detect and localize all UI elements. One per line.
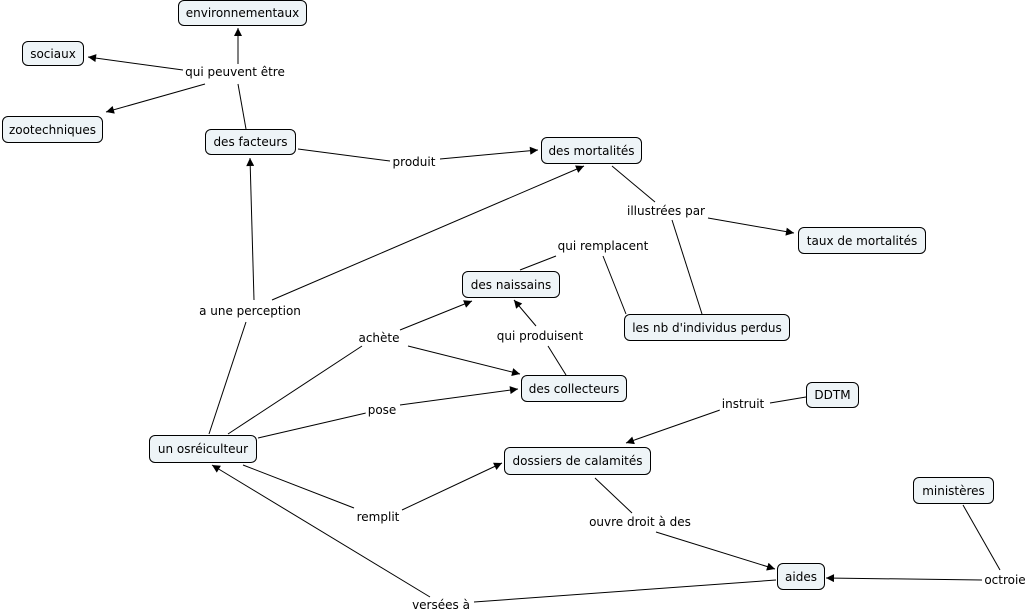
link-qui-produisent: qui produisent [494,329,586,343]
link-pose: pose [365,403,399,417]
connector-line [547,345,567,376]
concept-les-nb-individus-perdus[interactable]: les nb d'individus perdus [624,314,790,341]
connector-arrow [399,300,473,331]
concept-zootechniques[interactable]: zootechniques [2,116,103,143]
connector-arrow [401,462,503,511]
connector-line [473,579,777,603]
connector-line [208,321,247,435]
link-remplit: remplit [354,510,402,524]
connector-line [297,148,391,162]
link-qui-peuvent-etre: qui peuvent être [183,65,287,79]
connector-arrow [625,409,721,445]
link-achete: achète [356,331,402,345]
connector-line [594,477,633,514]
link-versees-a: versées à [410,598,472,612]
link-ouvre-droit-a-des: ouvre droit à des [587,515,693,529]
link-illustrees-par: illustrées par [625,204,707,218]
connector-arrow [439,146,539,160]
concept-des-facteurs[interactable]: des facteurs [205,129,296,155]
concept-des-collecteurs[interactable]: des collecteurs [521,375,627,402]
connector-line [237,83,247,130]
connector-arrow [513,299,537,327]
concept-taux-de-mortalites[interactable]: taux de mortalités [798,227,926,254]
link-produit: produit [390,155,438,169]
concept-un-osreiculteur[interactable]: un osréiculteur [149,435,257,463]
connector-arrow [271,165,585,301]
connector-arrow [407,345,521,376]
connector-arrow [105,83,206,114]
connector-arrow [399,386,519,406]
connector-line [242,464,355,509]
connector-arrow [246,157,255,301]
concept-ddtm[interactable]: DDTM [806,382,859,408]
connector-arrow [825,574,983,583]
connector-arrow [211,464,431,598]
concept-des-mortalites[interactable]: des mortalités [541,137,642,164]
link-octroie: octroie [982,573,1028,587]
connector-line [769,396,807,404]
concept-des-naissains[interactable]: des naissains [462,271,560,298]
concept-ministeres[interactable]: ministères [913,477,994,504]
connector-line [671,219,703,315]
connector-line [962,504,1001,571]
link-a-une-perception: a une perception [197,304,303,318]
concept-dossiers-de-calamites[interactable]: dossiers de calamités [504,447,651,475]
connector-line [611,165,656,203]
concept-aides[interactable]: aides [777,563,825,590]
link-qui-remplacent: qui remplacent [555,239,651,253]
connector-line [602,255,627,315]
connector-arrow [87,54,184,71]
concept-environnementaux[interactable]: environnementaux [178,0,307,26]
connector-line [257,412,367,439]
link-instruit: instruit [719,397,767,411]
connector-arrow [707,217,795,236]
connector-line [519,255,557,271]
connector-arrow [655,531,776,571]
connector-line [227,345,363,435]
concept-sociaux[interactable]: sociaux [22,41,84,66]
